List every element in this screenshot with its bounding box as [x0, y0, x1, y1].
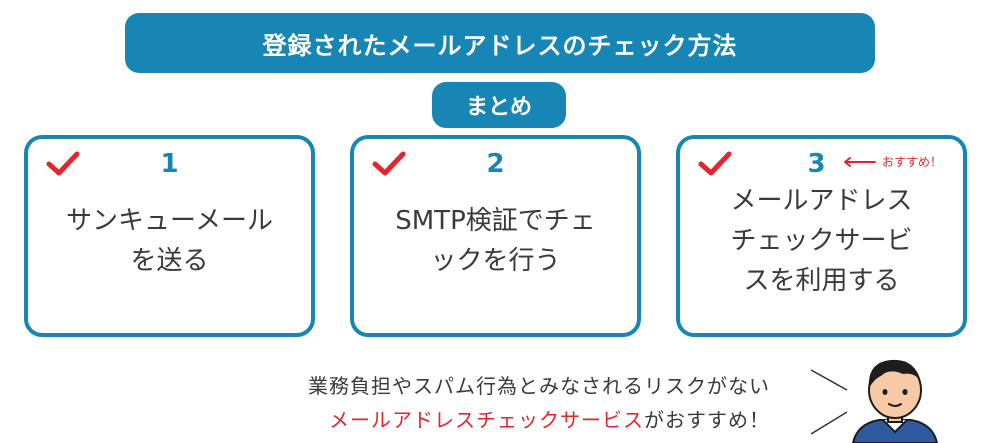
footer-line-2: メールアドレスチェックサービスがおすすめ！: [0, 404, 770, 433]
left-arrow-icon: [844, 156, 876, 167]
method-card-2: 2 SMTP検証でチェ ックを行う: [350, 135, 641, 337]
method-card-1: 1 サンキューメール を送る: [24, 135, 315, 337]
speech-lines-icon: [810, 369, 848, 435]
card-text-line: メールアドレス: [730, 186, 913, 216]
check-mark-icon: [698, 151, 732, 176]
page-title-banner: 登録されたメールアドレスのチェック方法: [125, 13, 875, 73]
card-text-line: チェックサービ: [730, 226, 913, 256]
person-illustration: [851, 359, 939, 443]
card-text-line: を送る: [130, 246, 209, 276]
card-text-line: サンキューメール: [66, 206, 273, 236]
check-mark-icon: [46, 151, 80, 176]
card-number: 2: [486, 149, 505, 179]
card-text-line: SMTP検証でチェ: [395, 206, 596, 236]
footer-line-1: 業務負担やスパム行為とみなされるリスクがない: [308, 374, 770, 398]
summary-badge: まとめ: [432, 82, 566, 128]
method-card-3: 3 おすすめ！ メールアドレス チェックサービ スを利用する: [676, 135, 967, 337]
page-title: 登録されたメールアドレスのチェック方法: [262, 31, 738, 60]
card-number: 1: [160, 149, 179, 179]
footer-rest: がおすすめ！: [644, 408, 770, 432]
card-text-line: ックを行う: [430, 246, 561, 276]
recommend-label: おすすめ！: [882, 155, 943, 169]
card-number: 3: [807, 149, 826, 179]
summary-label: まとめ: [465, 95, 532, 120]
card-text-line: スを利用する: [743, 266, 900, 296]
recommend-note: おすすめ！: [842, 153, 942, 170]
footer-highlight: メールアドレスチェックサービス: [329, 408, 644, 432]
check-mark-icon: [372, 151, 406, 176]
